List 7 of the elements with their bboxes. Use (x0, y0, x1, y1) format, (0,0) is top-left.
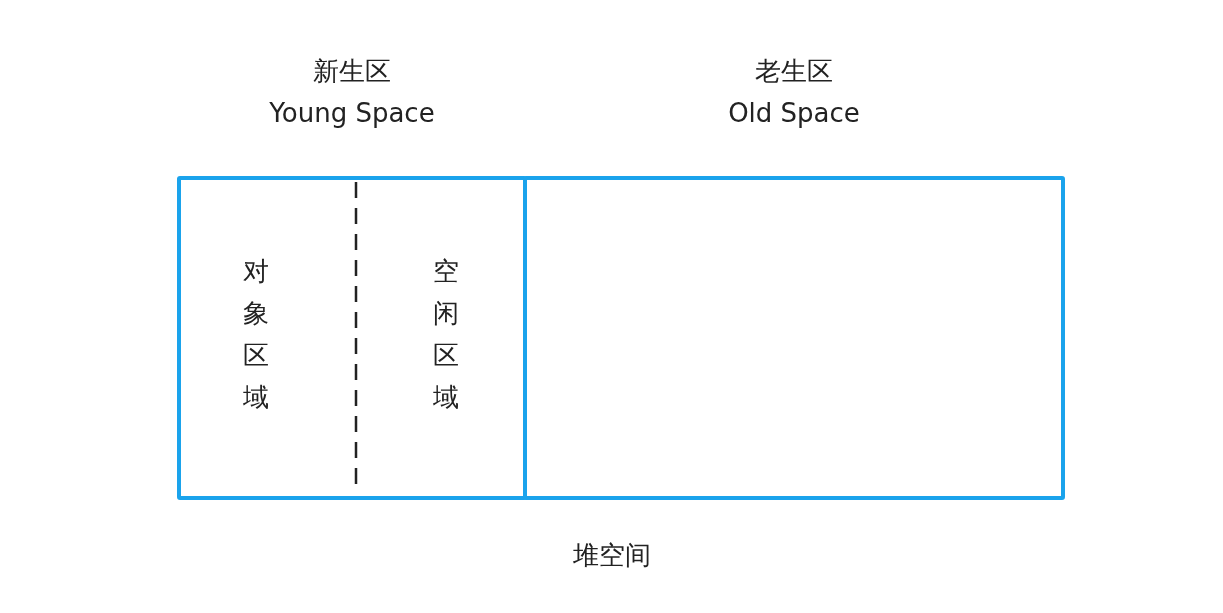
region-title: 老生区 (754, 55, 834, 88)
area-label: 空闲区域 (431, 250, 461, 418)
region-title: 新生区 (312, 55, 392, 88)
caption: 堆空间 (572, 540, 651, 570)
area-label: 对象区域 (241, 250, 271, 418)
region-subtitle: Young Space (268, 97, 436, 130)
region-subtitle: Old Space (727, 97, 861, 130)
